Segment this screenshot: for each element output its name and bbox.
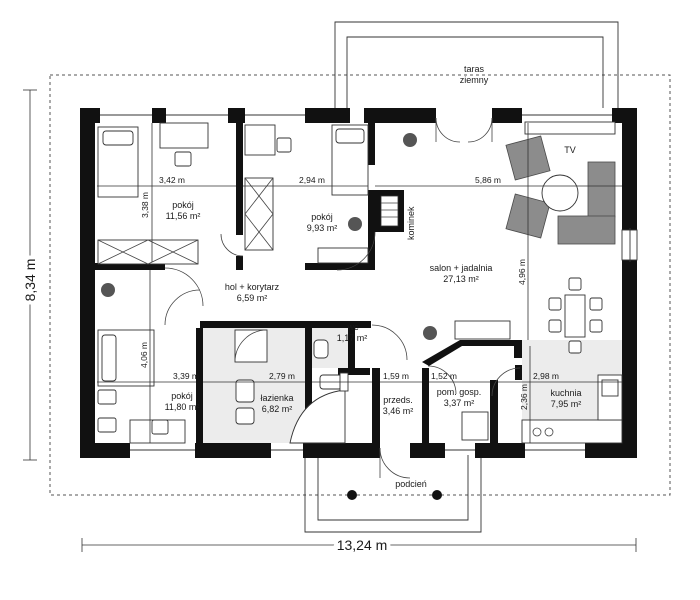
dim-kitchen-width: 2,98 m [533,371,559,381]
kitchen-fixtures [454,320,623,444]
dim-utility-width: 1,52 m [431,371,457,381]
fireplace: kominek [374,190,416,240]
desks [97,122,369,444]
room-area-living: 27,13 m² [443,274,479,284]
living-furniture [505,121,638,354]
room-area-bedroom-nw: 11,56 m² [166,211,201,221]
windows [100,114,631,451]
tv-label: TV [564,145,576,155]
room-name-wc: wc [347,322,359,332]
exterior-walls [80,108,637,458]
room-labels: pokój 11,56 m² pokój 9,93 m² hol + koryt… [165,64,582,489]
room-area-hall: 6,59 m² [237,293,268,303]
room-name-utility: pom. gosp. [437,387,482,397]
room-area-wc: 1,17 m² [337,333,368,343]
porch-label: podcień [395,479,427,489]
plant-icons [101,133,437,340]
dim-bedroom-nw-width: 3,42 m [159,175,185,185]
room-name-bedroom-nw: pokój [172,200,194,210]
room-name-bedroom-n: pokój [311,212,333,222]
roof-outline [49,74,671,496]
room-area-bathroom: 6,82 m² [262,404,293,414]
dim-living-depth: 4,96 m [517,259,527,285]
fireplace-label: kominek [406,206,416,240]
dim-kitchen-depth: 2,36 m [519,384,529,410]
porch-columns [347,490,442,500]
beds [97,124,369,387]
room-name-kitchen: kuchnia [550,388,581,398]
terrace-label-line2: ziemny [460,75,489,85]
room-name-bathroom: łazienka [260,393,293,403]
room-name-vestibule: przeds. [383,395,413,405]
bathroom-fixtures [203,328,349,444]
room-name-bedroom-sw: pokój [171,391,193,401]
room-area-bedroom-n: 9,93 m² [307,223,338,233]
terrace-outline [334,21,619,108]
dim-bedroom-sw-width: 3,39 m [173,371,199,381]
doors [164,117,521,479]
terrace-label-line1: taras [464,64,485,74]
dim-bedroom-nw-depth: 3,38 m [140,192,150,218]
dim-bedroom-sw-depth: 4,06 m [139,342,149,368]
room-area-bedroom-sw: 11,80 m² [165,402,200,412]
interior-walls [95,123,522,443]
room-name-hall: hol + korytarz [225,282,280,292]
dim-overall-depth: 8,34 m [22,259,38,302]
dimension-lines [23,89,637,552]
dim-overall-width: 13,24 m [337,537,388,553]
dim-bathroom-width: 2,79 m [269,371,295,381]
dim-bedroom-n-width: 2,94 m [299,175,325,185]
room-name-living: salon + jadalnia [430,263,493,273]
porch-outline [304,455,482,533]
room-area-utility: 3,37 m² [444,398,475,408]
room-area-vestibule: 3,46 m² [383,406,414,416]
room-area-kitchen: 7,95 m² [551,399,582,409]
dim-living-width: 5,86 m [475,175,501,185]
dim-vestibule-width: 1,59 m [383,371,409,381]
